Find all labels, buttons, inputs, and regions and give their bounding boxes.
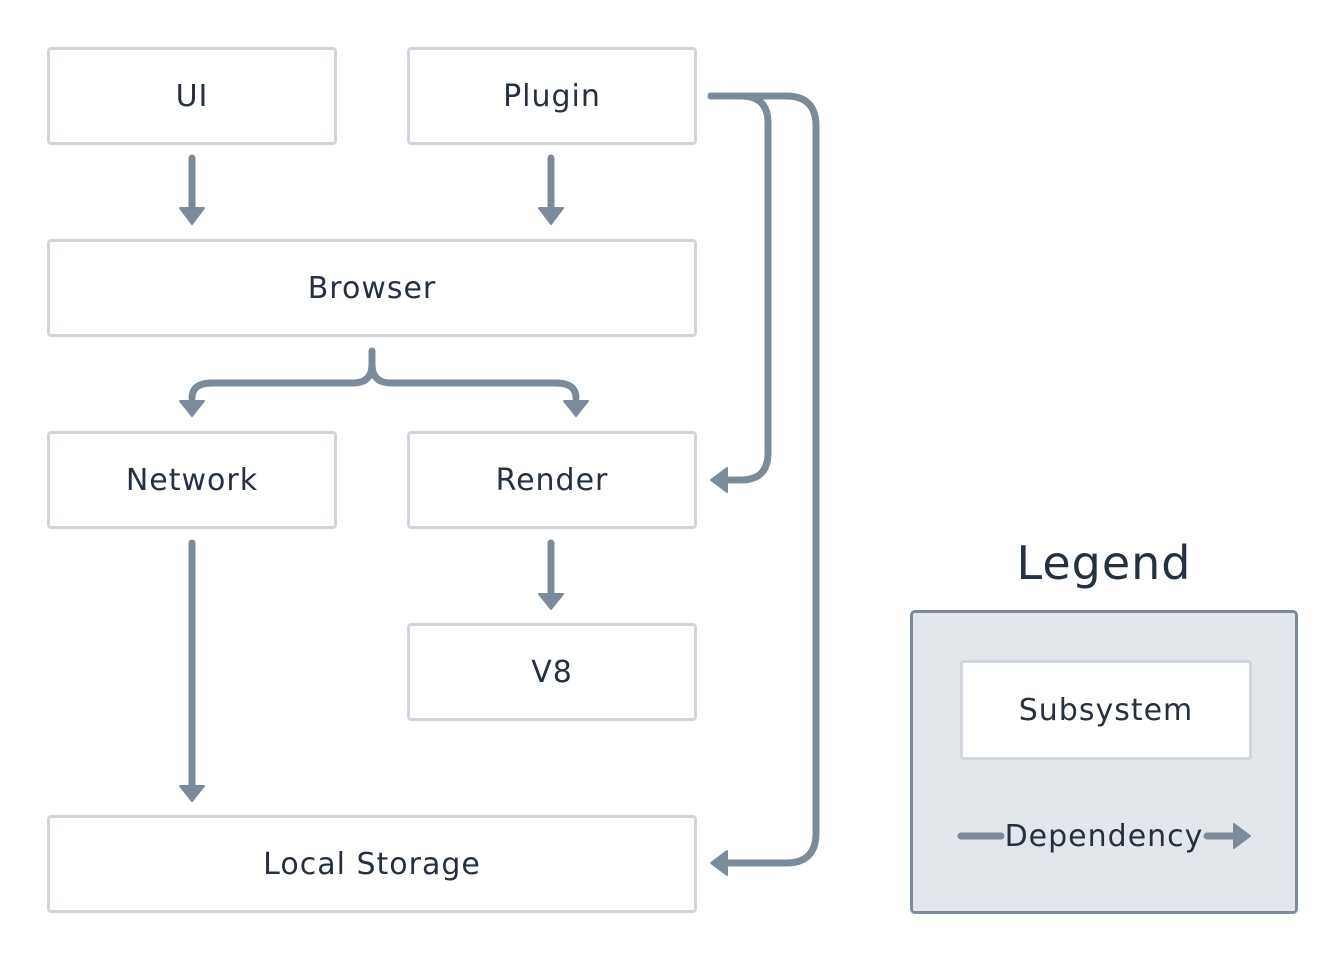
node-ui: UI — [47, 47, 337, 145]
legend-dependency-label: Dependency — [1004, 819, 1204, 854]
legend-dependency-sample: Dependency — [913, 809, 1295, 869]
edge-plugin-render — [707, 92, 772, 484]
arrowhead-plugin-localstorage — [710, 850, 728, 876]
arrowhead-browser-render — [563, 400, 589, 417]
arrowhead-render-v8 — [538, 593, 564, 610]
legend-dependency-arrowhead — [1233, 823, 1251, 849]
node-browser: Browser — [47, 239, 697, 337]
node-plugin: Plugin — [407, 47, 697, 145]
node-local-storage: Local Storage — [47, 815, 697, 913]
legend-panel: Subsystem Dependency — [910, 610, 1298, 914]
edge-browser-render — [368, 360, 580, 402]
node-network: Network — [47, 431, 337, 529]
edge-browser-network — [188, 347, 376, 402]
edge-plugin-localstorage — [707, 92, 820, 867]
node-v8: V8 — [407, 623, 697, 721]
arrowhead-browser-network — [179, 400, 205, 417]
legend-subsystem-sample: Subsystem — [960, 660, 1252, 760]
arrowhead-plugin-render — [710, 467, 728, 493]
arrowhead-plugin-browser — [538, 207, 564, 225]
legend-title: Legend — [1016, 536, 1192, 590]
node-render: Render — [407, 431, 697, 529]
arrowhead-ui-browser — [179, 207, 205, 225]
arrowhead-network-localstorage — [179, 785, 205, 802]
legend-dependency-lines — [957, 823, 1251, 849]
